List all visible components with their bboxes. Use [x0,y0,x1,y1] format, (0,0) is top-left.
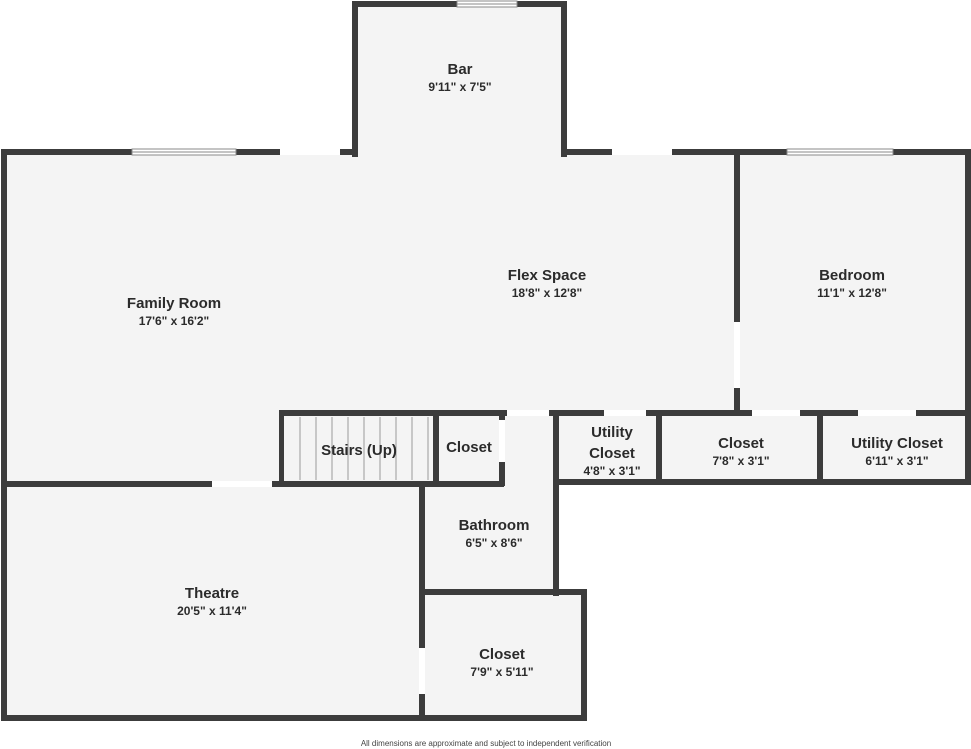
bar-wall-left [352,1,358,157]
theatre-right-wall [419,483,425,720]
utility-closet-2-dims: 6'11" x 3'1" [865,454,928,468]
main-floor [5,153,968,483]
utility-closet-1-dims: 4'8" x 3'1" [583,464,640,478]
bedroom-name: Bedroom [819,267,885,284]
closet-bottom-name: Closet [479,646,525,663]
bottom-wall [1,715,587,721]
room-labels: Bar 9'11" x 7'5" Family Room 17'6" x 16'… [127,61,943,679]
hall-right-wall [553,410,559,596]
flex-space-name: Flex Space [508,267,586,284]
bedroom-dims: 11'1" x 12'8" [817,286,887,300]
theatre-floor [5,483,422,716]
door-bedroom-side [734,322,740,388]
stairs-name: Stairs (Up) [321,442,397,459]
stairs-treads [299,417,429,480]
door-family-top [280,149,340,155]
utility-closet-2-name: Utility Closet [851,435,943,452]
utility-divider-2 [817,410,823,485]
disclaimer-footnote: All dimensions are approximate and subje… [361,739,611,748]
window-bar [456,0,518,8]
bathroom-name: Bathroom [459,517,530,534]
bathroom-floor [422,483,558,593]
left-wall [1,149,7,720]
closet-bottom-dims: 7'9" x 5'11" [470,665,533,679]
door-utility-2 [858,410,916,416]
door-small-closet [499,420,505,462]
stairs-closet-wall [433,410,439,486]
floor-fills [5,5,968,716]
door-flex-top [612,149,672,155]
right-wall [965,149,971,485]
window-bedroom [786,148,894,156]
bar-name: Bar [447,61,472,78]
closets-bottom-wall [553,479,971,485]
stairs-left-wall [279,410,284,486]
theatre-name: Theatre [185,585,239,602]
small-closet-name: Closet [446,439,492,456]
doors [212,149,916,694]
family-room-name: Family Room [127,295,221,312]
door-closet-bottom [419,648,425,694]
family-room-dims: 17'6" x 16'2" [139,314,209,328]
closet-mid-dims: 7'8" x 3'1" [712,454,769,468]
utility-divider-1 [656,410,662,485]
top-wall-right [561,149,971,155]
door-closet-mid [752,410,800,416]
door-utility-1 [604,410,646,416]
theatre-dims: 20'5" x 11'4" [177,604,247,618]
bar-wall-right [561,1,567,157]
flex-space-dims: 18'8" x 12'8" [512,286,582,300]
door-theatre [212,481,272,487]
window-family-room [131,148,237,156]
utility-closet-1-line1: Utility [591,424,633,441]
bar-dims: 9'11" x 7'5" [428,80,491,94]
door-hall-top [507,410,549,416]
windows [131,0,894,156]
utility-closet-1-line2: Closet [589,445,635,462]
closet-bottom-right-wall [581,589,587,720]
closet-mid-name: Closet [718,435,764,452]
bar-floor [356,5,564,155]
bathroom-dims: 6'5" x 8'6" [465,536,522,550]
bathroom-bottom-wall [419,589,587,595]
closet-bottom-floor [422,593,585,716]
bedroom-divider-wall [734,149,740,415]
